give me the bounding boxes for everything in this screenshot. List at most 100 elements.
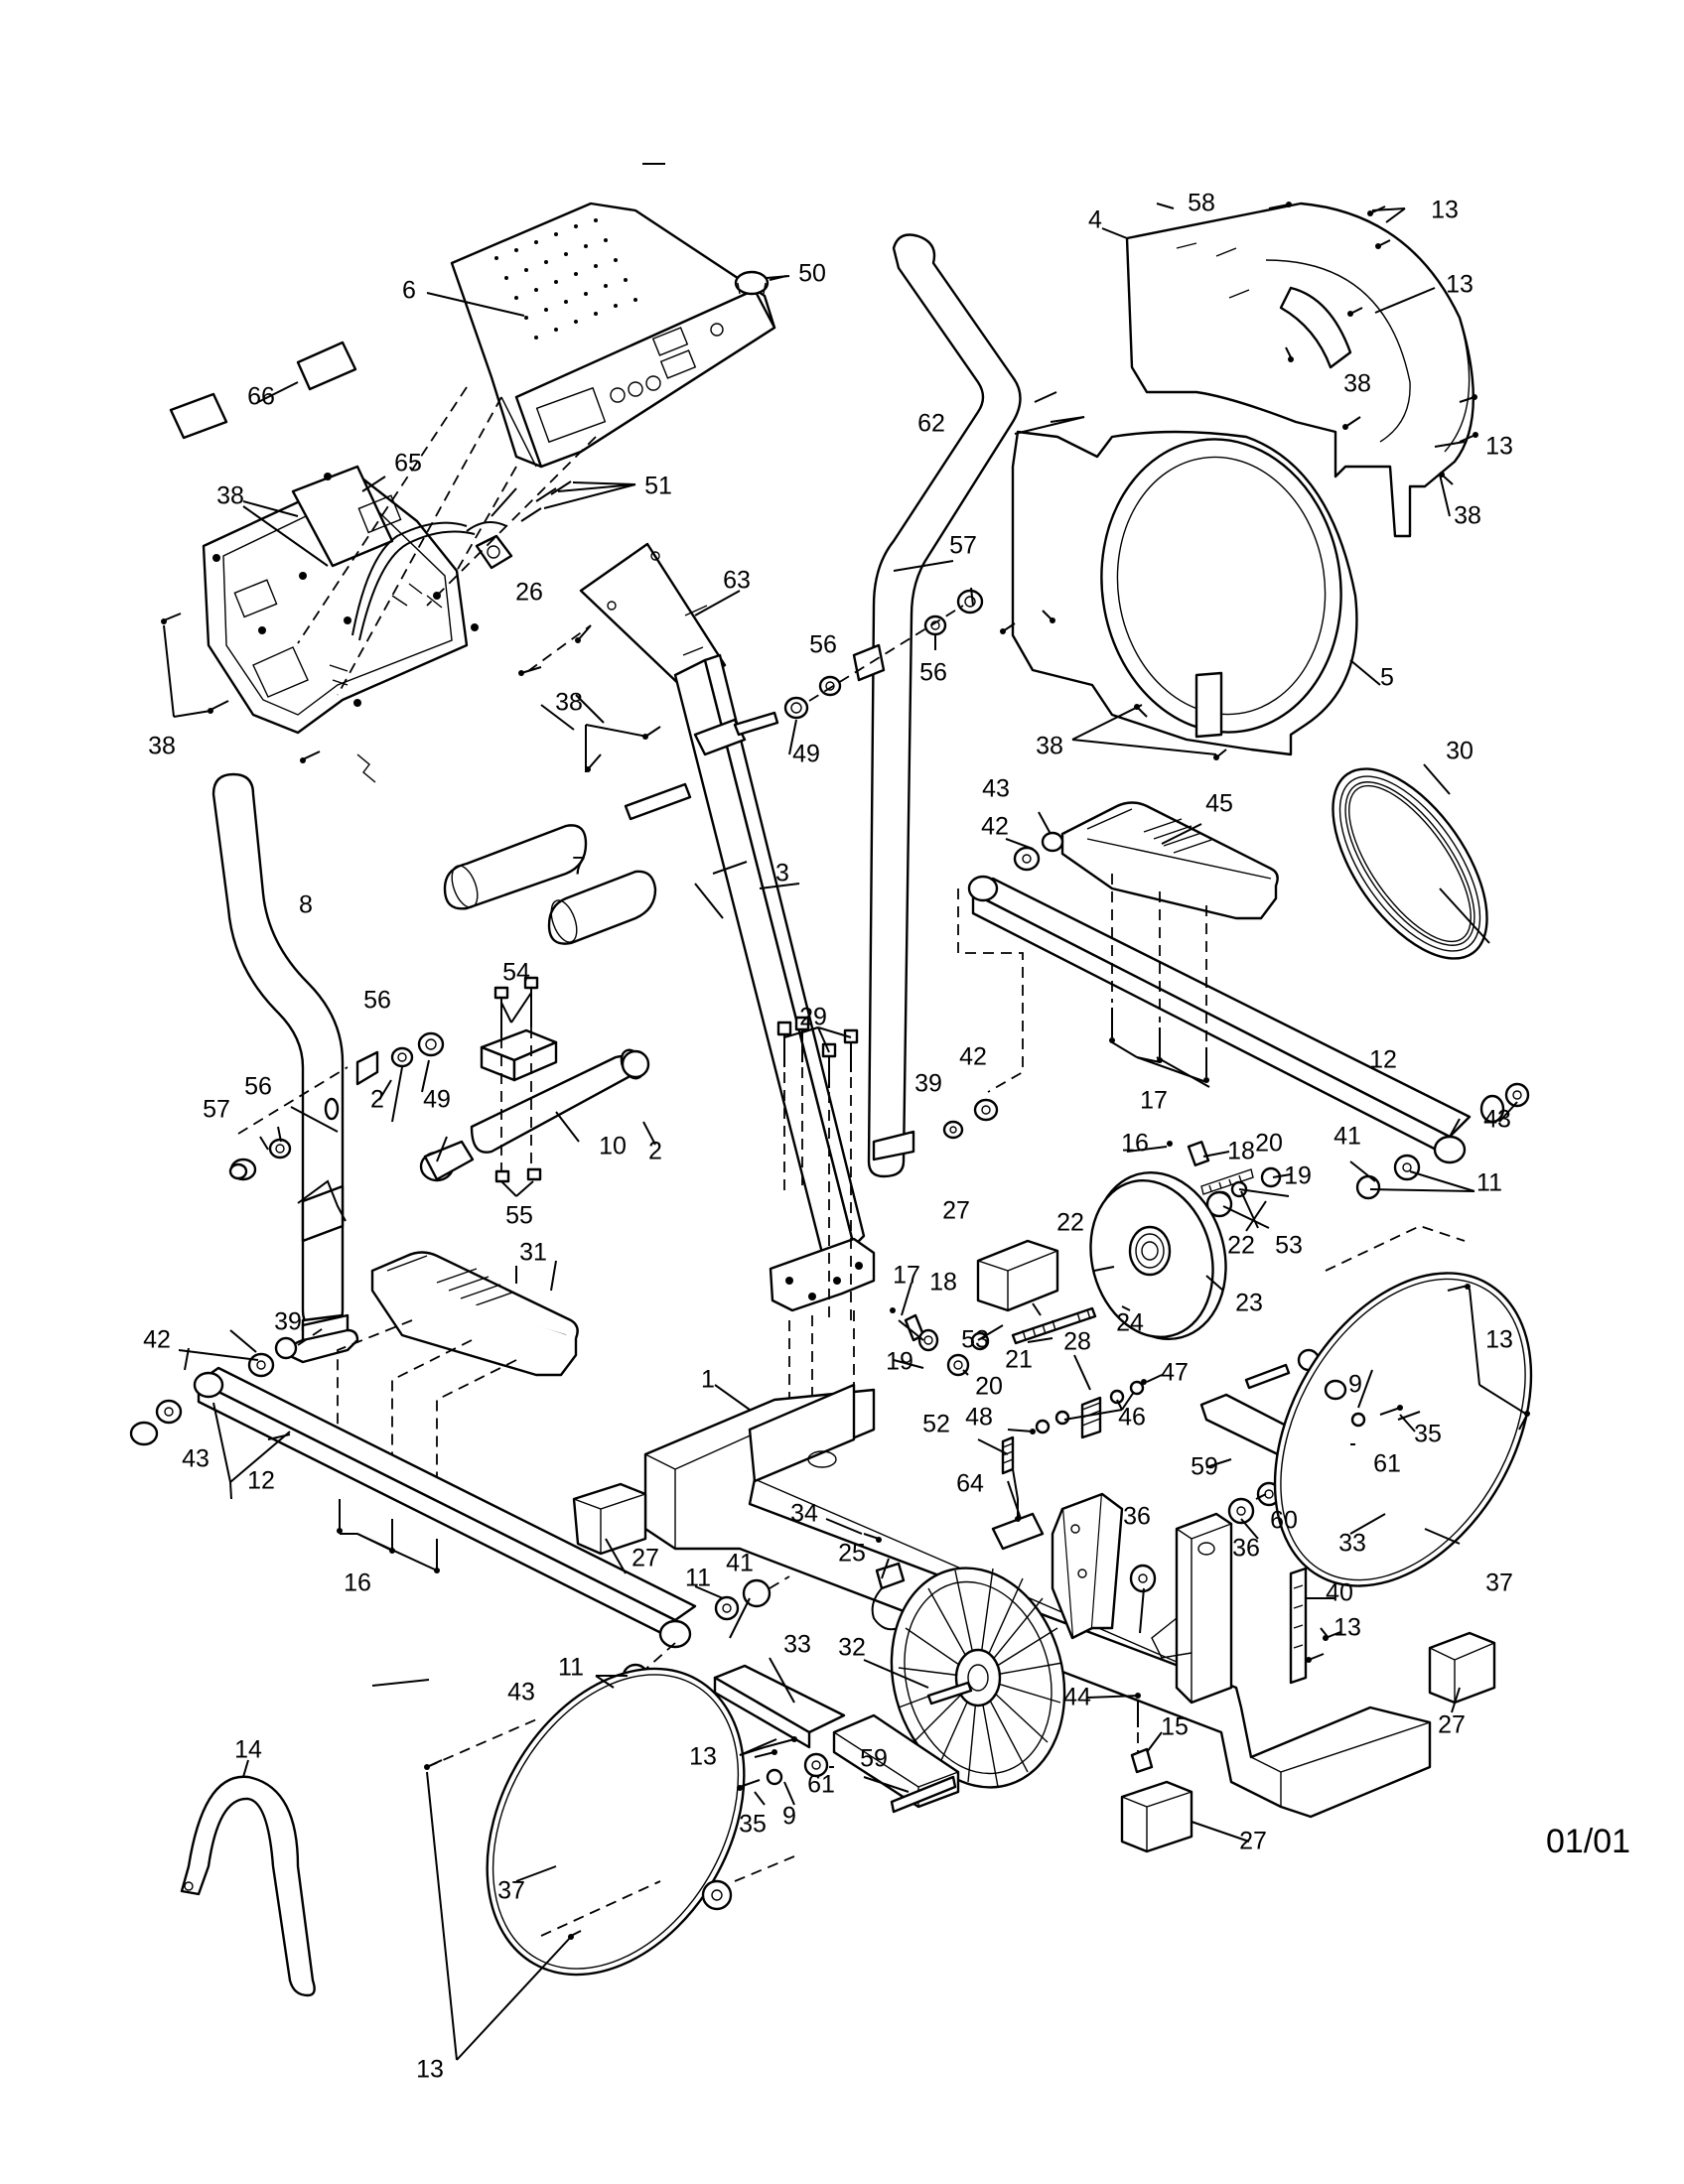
- callout: 27: [1239, 1827, 1267, 1855]
- callout: 26: [515, 578, 543, 607]
- callout: 60: [1270, 1506, 1298, 1535]
- callout: 56: [244, 1072, 272, 1101]
- foam-grips: [443, 824, 657, 945]
- callout: 42: [143, 1325, 171, 1354]
- callout: 55: [505, 1201, 533, 1230]
- callout: 52: [922, 1410, 950, 1438]
- left-side-disc: [486, 1667, 746, 1977]
- callout: 34: [790, 1499, 818, 1528]
- callout: 27: [942, 1196, 970, 1225]
- callout: 56: [363, 986, 391, 1015]
- callout: 21: [1005, 1345, 1033, 1374]
- callout: 58: [1188, 189, 1215, 217]
- screws-51: [520, 480, 636, 522]
- callout: 31: [519, 1238, 547, 1267]
- callout: 8: [299, 890, 313, 919]
- speed-sensor: [863, 1533, 906, 1631]
- callout: 36: [1123, 1502, 1151, 1531]
- callout: 18: [1227, 1137, 1255, 1165]
- callout: 41: [1333, 1122, 1361, 1151]
- callout: 14: [234, 1735, 262, 1764]
- resistance-bracket: [1289, 1567, 1341, 1685]
- callout: 22: [1056, 1208, 1084, 1237]
- callout: 56: [809, 630, 837, 659]
- left-crank-arm: [713, 1664, 960, 1814]
- callout: 10: [599, 1132, 627, 1160]
- callout: 22: [1227, 1231, 1255, 1260]
- callout: 13: [416, 2055, 444, 2084]
- callout: 33: [1338, 1529, 1366, 1558]
- callout: 48: [965, 1403, 993, 1432]
- callout: 61: [1373, 1449, 1401, 1478]
- callout: 28: [1063, 1327, 1091, 1356]
- callout: 24: [1116, 1308, 1144, 1337]
- callout: 9: [782, 1802, 796, 1831]
- callout: 13: [1485, 432, 1513, 461]
- callout: 47: [1161, 1358, 1189, 1387]
- callout: 17: [1140, 1086, 1168, 1115]
- callout: 61: [807, 1770, 835, 1799]
- end-caps: [572, 1239, 1496, 1853]
- decal-labels: [169, 341, 357, 440]
- callout: 38: [148, 732, 176, 760]
- left-handle: [211, 772, 359, 1364]
- knob: [734, 270, 787, 296]
- callout: 59: [1191, 1452, 1218, 1481]
- callout: 43: [1483, 1105, 1511, 1134]
- callout: 27: [1438, 1710, 1466, 1739]
- callout: 3: [775, 859, 789, 887]
- callout: 38: [1036, 732, 1063, 760]
- callout: 59: [860, 1744, 888, 1773]
- left-pivot-hardware: [228, 1031, 445, 1181]
- callout: 62: [917, 409, 945, 438]
- callout: 20: [975, 1372, 1003, 1401]
- callout: 49: [423, 1085, 451, 1114]
- callout: 38: [1343, 369, 1371, 398]
- callout: 36: [1232, 1534, 1260, 1563]
- callout: 11: [1476, 1168, 1502, 1197]
- callout: 42: [959, 1042, 987, 1071]
- callout: 37: [497, 1876, 525, 1905]
- callout: 15: [1161, 1712, 1189, 1741]
- right-pedal-arm: [967, 875, 1472, 1164]
- callout: 64: [956, 1469, 984, 1498]
- revision-code: 01/01: [1546, 1823, 1631, 1860]
- callout: 12: [247, 1466, 275, 1495]
- callout: 45: [1205, 789, 1233, 818]
- callout: 29: [799, 1003, 827, 1031]
- callout: 5: [1380, 663, 1394, 692]
- right-side-disc: [1273, 1272, 1533, 1587]
- callout: 43: [507, 1678, 535, 1706]
- callout: 2: [370, 1085, 384, 1114]
- callout: 27: [632, 1544, 659, 1572]
- callout: 53: [1275, 1231, 1303, 1260]
- callout: 19: [1284, 1161, 1312, 1190]
- console: [450, 202, 776, 469]
- callout: 30: [1446, 737, 1474, 765]
- callout: 49: [792, 740, 820, 768]
- callout: 13: [1485, 1325, 1513, 1354]
- callout: 11: [558, 1653, 584, 1682]
- callout: 32: [838, 1633, 866, 1662]
- callout: 16: [1121, 1129, 1149, 1158]
- callout: 65: [394, 449, 422, 478]
- strap-14: [180, 1775, 316, 1997]
- callout: 38: [555, 688, 583, 717]
- flywheel: [890, 1567, 1066, 1789]
- callout: 7: [572, 852, 586, 881]
- callout: 38: [216, 481, 244, 510]
- leader-lines: [163, 203, 1528, 2061]
- callout: 17: [893, 1261, 920, 1290]
- callout: 23: [1235, 1289, 1263, 1317]
- pivot-tube: [419, 1028, 650, 1182]
- callout: 16: [344, 1569, 371, 1597]
- callout: 50: [798, 259, 826, 288]
- callout: 39: [914, 1069, 942, 1098]
- callout: 42: [981, 812, 1009, 841]
- callout: 43: [982, 774, 1010, 803]
- callout: 1: [701, 1365, 715, 1394]
- wire-harness: [356, 521, 513, 783]
- callout: 41: [726, 1549, 754, 1577]
- upright-post: [579, 542, 876, 1312]
